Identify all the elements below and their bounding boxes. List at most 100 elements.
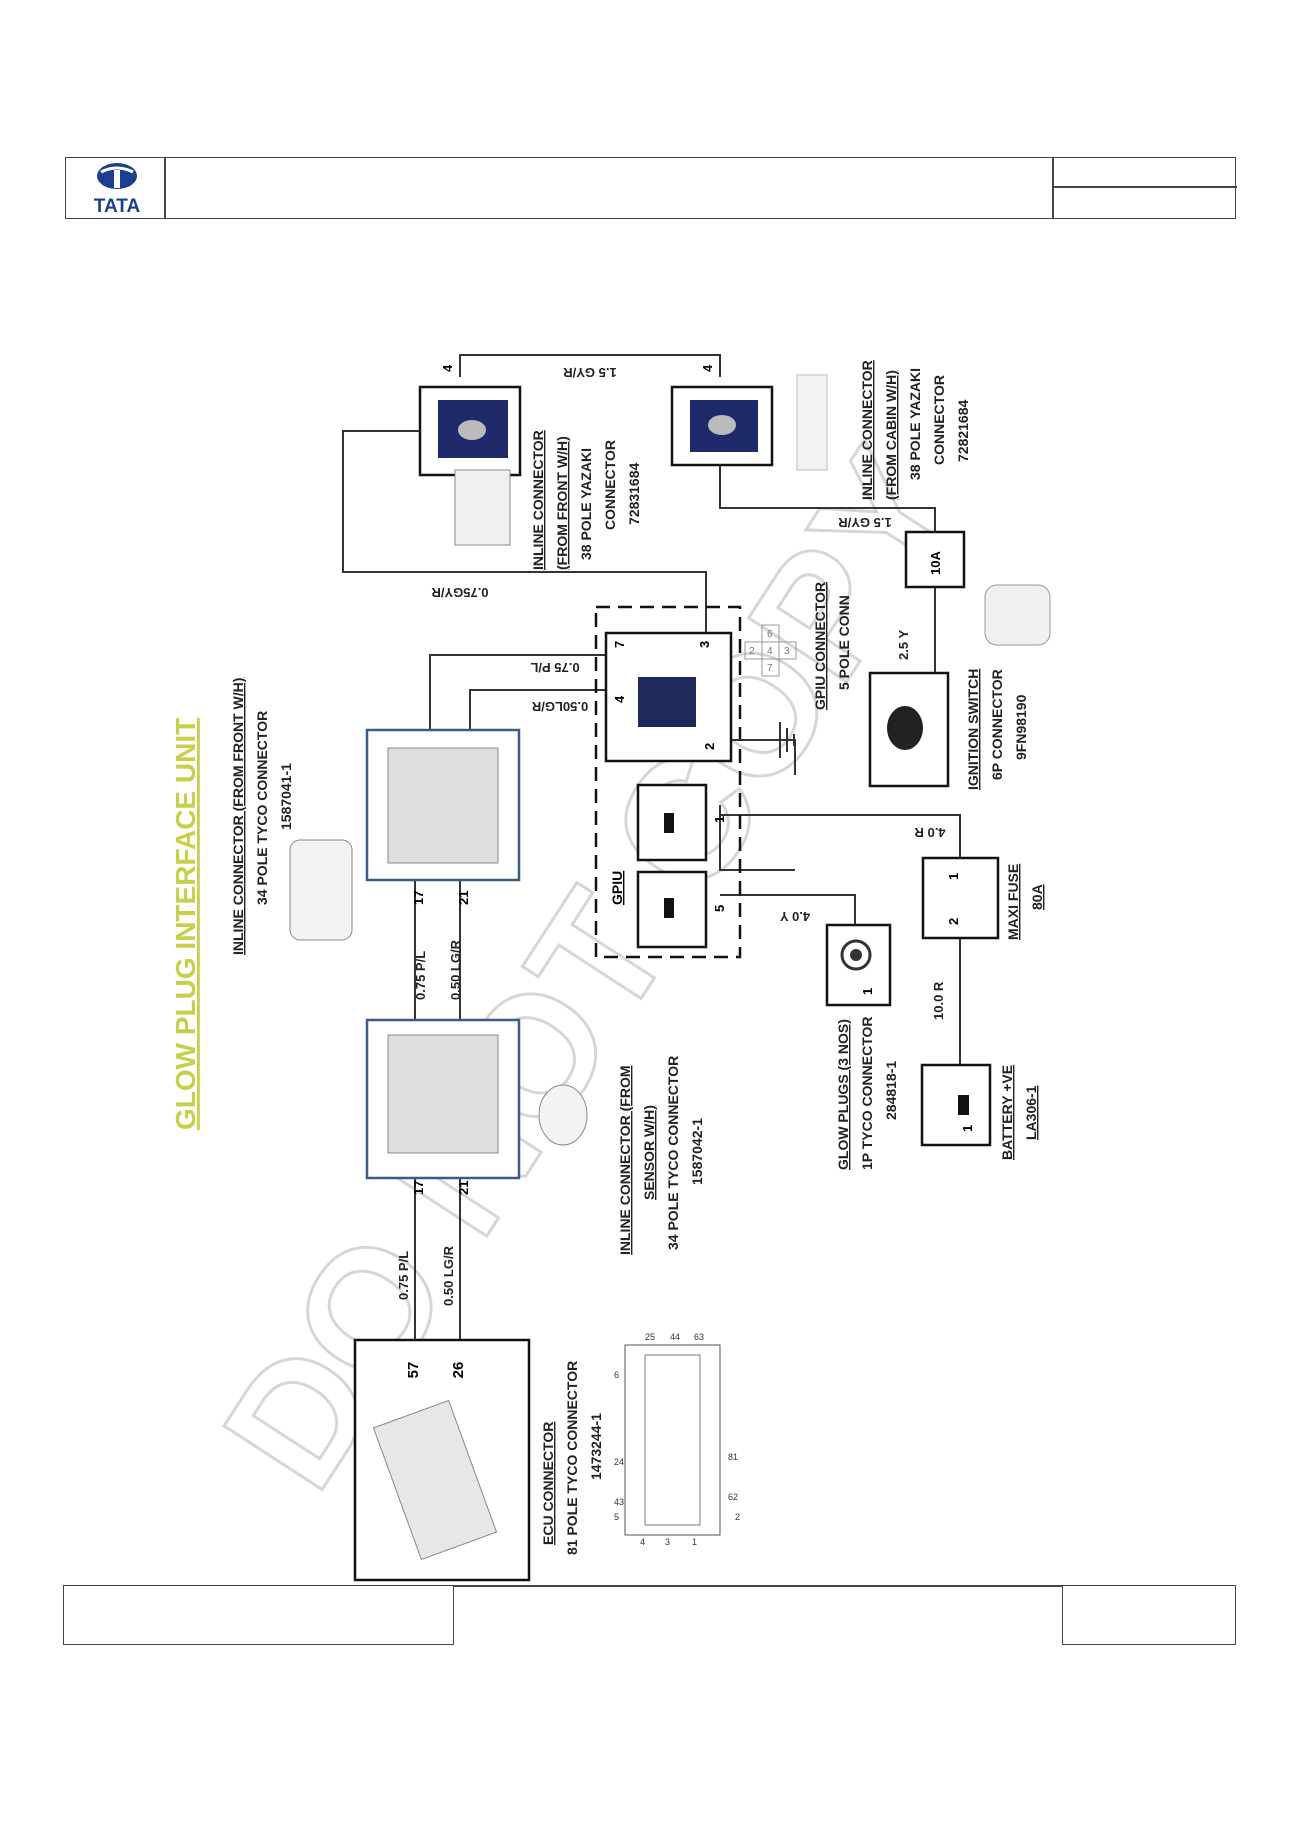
ecu-title: ECU CONNECTOR [540,1422,556,1545]
front-tyco-line2: 34 POLE TYCO CONNECTOR [254,711,270,905]
document-footer-right [1062,1585,1236,1645]
gpiu-label: GPIU [609,871,625,905]
ecu-part: 1473244-1 [588,1413,604,1480]
glow-plugs: 1 GLOW PLUGS (3 NOS) 1P TYCO CONNECTOR 2… [825,923,899,1170]
cabin-yazaki-pin-4: 4 [700,364,715,372]
ground-symbol [740,722,795,758]
ecu-callout-63: 63 [694,1332,704,1342]
maxi-fuse-pin-1: 1 [946,873,961,880]
footer-rule [454,1585,1062,1587]
glow-plug-title: GLOW PLUGS (3 NOS) [835,1019,851,1170]
front-tyco-pin-21: 21 [456,891,471,905]
header-divider-right [1052,158,1054,218]
ecu-pin-26: 26 [450,1362,467,1379]
cabin-yazaki-line3: 38 POLE YAZAKI [907,368,923,480]
gpiu-cavity-2: 2 [749,646,755,657]
wire-label-ecu-sensor-1: 0.75 P/L [396,1251,411,1300]
gpiu-cavity-4: 4 [767,646,773,657]
battery-title: BATTERY +VE [999,1065,1015,1160]
sensor-pin-21: 21 [456,1181,471,1195]
ecu-pinout-drawing: 25 44 63 6 24 43 5 81 62 4 3 1 2 [614,1332,740,1547]
glow-plug-line2: 1P TYCO CONNECTOR [859,1016,875,1170]
gpiu-cavity-3: 3 [784,646,790,657]
tata-logo: TATA [94,163,141,217]
gpiu-cavity-7: 7 [767,663,773,674]
wire-label-sensor-front-2: 0.50 LG/R [448,939,463,1000]
wire-label-cabin-fuse: 1.5 GY/R [838,515,892,530]
ecu-callout-24: 24 [614,1457,624,1467]
gpiu-unit: 7 3 4 2 1 5 GPIU [594,605,742,959]
cabin-yazaki-title1: INLINE CONNECTOR [859,360,875,500]
cabin-yazaki-line4: CONNECTOR [931,375,947,465]
front-tyco-title: INLINE CONNECTOR (FROM FRONT W/H) [230,678,246,955]
wire-label-ignition-fuse: 2.5 Y [896,630,911,660]
maxi-fuse-title: MAXI FUSE [1005,864,1021,940]
wire-label-ecu-sensor-2: 0.50 LG/R [441,1245,456,1306]
wire-label-front-gpiu-7: 0.75 P/L [530,660,579,675]
front-tyco-part: 1587041-1 [278,763,294,830]
wire-label-yazaki-bridge: 1.5 GY/R [563,365,617,380]
gpiu-connector: 2 4 3 6 7 GPIU CONNECTOR 5 POLE CONN [744,582,852,710]
wire-label-battery-maxifuse: 10.0 R [931,981,946,1020]
maxi-fuse-rating: 80A [1029,884,1045,910]
ecu-line2: 81 POLE TYCO CONNECTOR [564,1361,580,1555]
battery-part: LA306-1 [1023,1085,1039,1140]
ignition-switch: IGNITION SWITCH 6P CONNECTOR 9FN98190 [868,584,1051,790]
glow-plug-pin-1: 1 [860,988,875,995]
document-header [65,157,1237,219]
header-divider-left [164,158,166,218]
ignition-part: 9FN98190 [1013,694,1029,760]
wire-label-gpiu-yazaki: 0.75GY/R [431,585,489,600]
ignition-line2: 6P CONNECTOR [989,669,1005,780]
ecu-callout-81: 81 [728,1452,738,1462]
header-divider-horizontal [1052,186,1237,188]
maxi-fuse: 1 2 MAXI FUSE 80A [921,856,1045,940]
inline-connector-front-tyco: 17 21 INLINE CONNECTOR (FROM FRONT W/H) … [230,678,521,955]
front-tyco-pin-17: 17 [411,891,426,905]
ecu-callout-44: 44 [670,1332,680,1342]
ignition-title: IGNITION SWITCH [965,669,981,790]
battery-pin-1: 1 [960,1125,975,1132]
ecu-callout-6: 6 [614,1370,619,1380]
inline-connector-sensor: 17 21 INLINE CONNECTOR (FROM SENSOR W/H)… [365,1018,705,1255]
ecu-callout-25: 25 [645,1332,655,1342]
diagram-title: GLOW PLUG INTERFACE UNIT [170,718,201,1130]
sensor-line3: 34 POLE TYCO CONNECTOR [665,1056,681,1250]
gpiu-pin-2: 2 [702,743,717,750]
gpiu-connector-title: GPIU CONNECTOR [812,582,828,710]
sensor-title2: SENSOR W/H) [641,1105,657,1200]
wire-label-front-gpiu-4: 0.50LG/R [531,699,588,714]
ecu-connector: 57 26 ECU CONNECTOR 81 POLE TYCO CONNECT… [353,1332,740,1582]
front-yazaki-part: 72831684 [626,462,642,525]
ecu-callout-62: 62 [728,1492,738,1502]
ecu-callout-2: 2 [735,1512,740,1522]
gpiu-connector-line2: 5 POLE CONN [836,595,852,690]
front-yazaki-line4: CONNECTOR [602,440,618,530]
ecu-callout-3: 3 [665,1537,670,1547]
gpiu-pin-4: 4 [612,695,627,703]
front-yazaki-title2: (FROM FRONT W/H) [554,436,570,570]
ecu-callout-1: 1 [692,1537,697,1547]
wire-label-gpiu-glowplug: 4.0 Y [780,909,810,924]
document-footer-left [63,1585,454,1645]
front-yazaki-title1: INLINE CONNECTOR [530,430,546,570]
battery-positive: 1 BATTERY +VE LA306-1 [920,1063,1039,1160]
ecu-callout-43: 43 [614,1497,624,1507]
brand-name: TATA [94,196,141,217]
ecu-callout-4: 4 [640,1537,645,1547]
sensor-part: 1587042-1 [689,1118,705,1185]
ecu-callout-5: 5 [614,1512,619,1522]
wire-label-gpiu-maxifuse: 4.0 R [914,825,946,840]
gpiu-pin-5: 5 [712,905,727,912]
cabin-yazaki-part: 72821684 [955,399,971,462]
sensor-title1: INLINE CONNECTOR (FROM [617,1065,633,1255]
gpiu-pin-1: 1 [712,816,727,823]
front-yazaki-line3: 38 POLE YAZAKI [578,448,594,560]
maxi-fuse-pin-2: 2 [946,918,961,925]
cabin-yazaki-title2: (FROM CABIN W/H) [883,370,899,500]
ecu-pin-57: 57 [405,1362,422,1379]
gpiu-pin-3: 3 [697,641,712,648]
fuse-10a-label: 10A [928,551,943,575]
gpiu-cavity-6: 6 [767,629,773,640]
